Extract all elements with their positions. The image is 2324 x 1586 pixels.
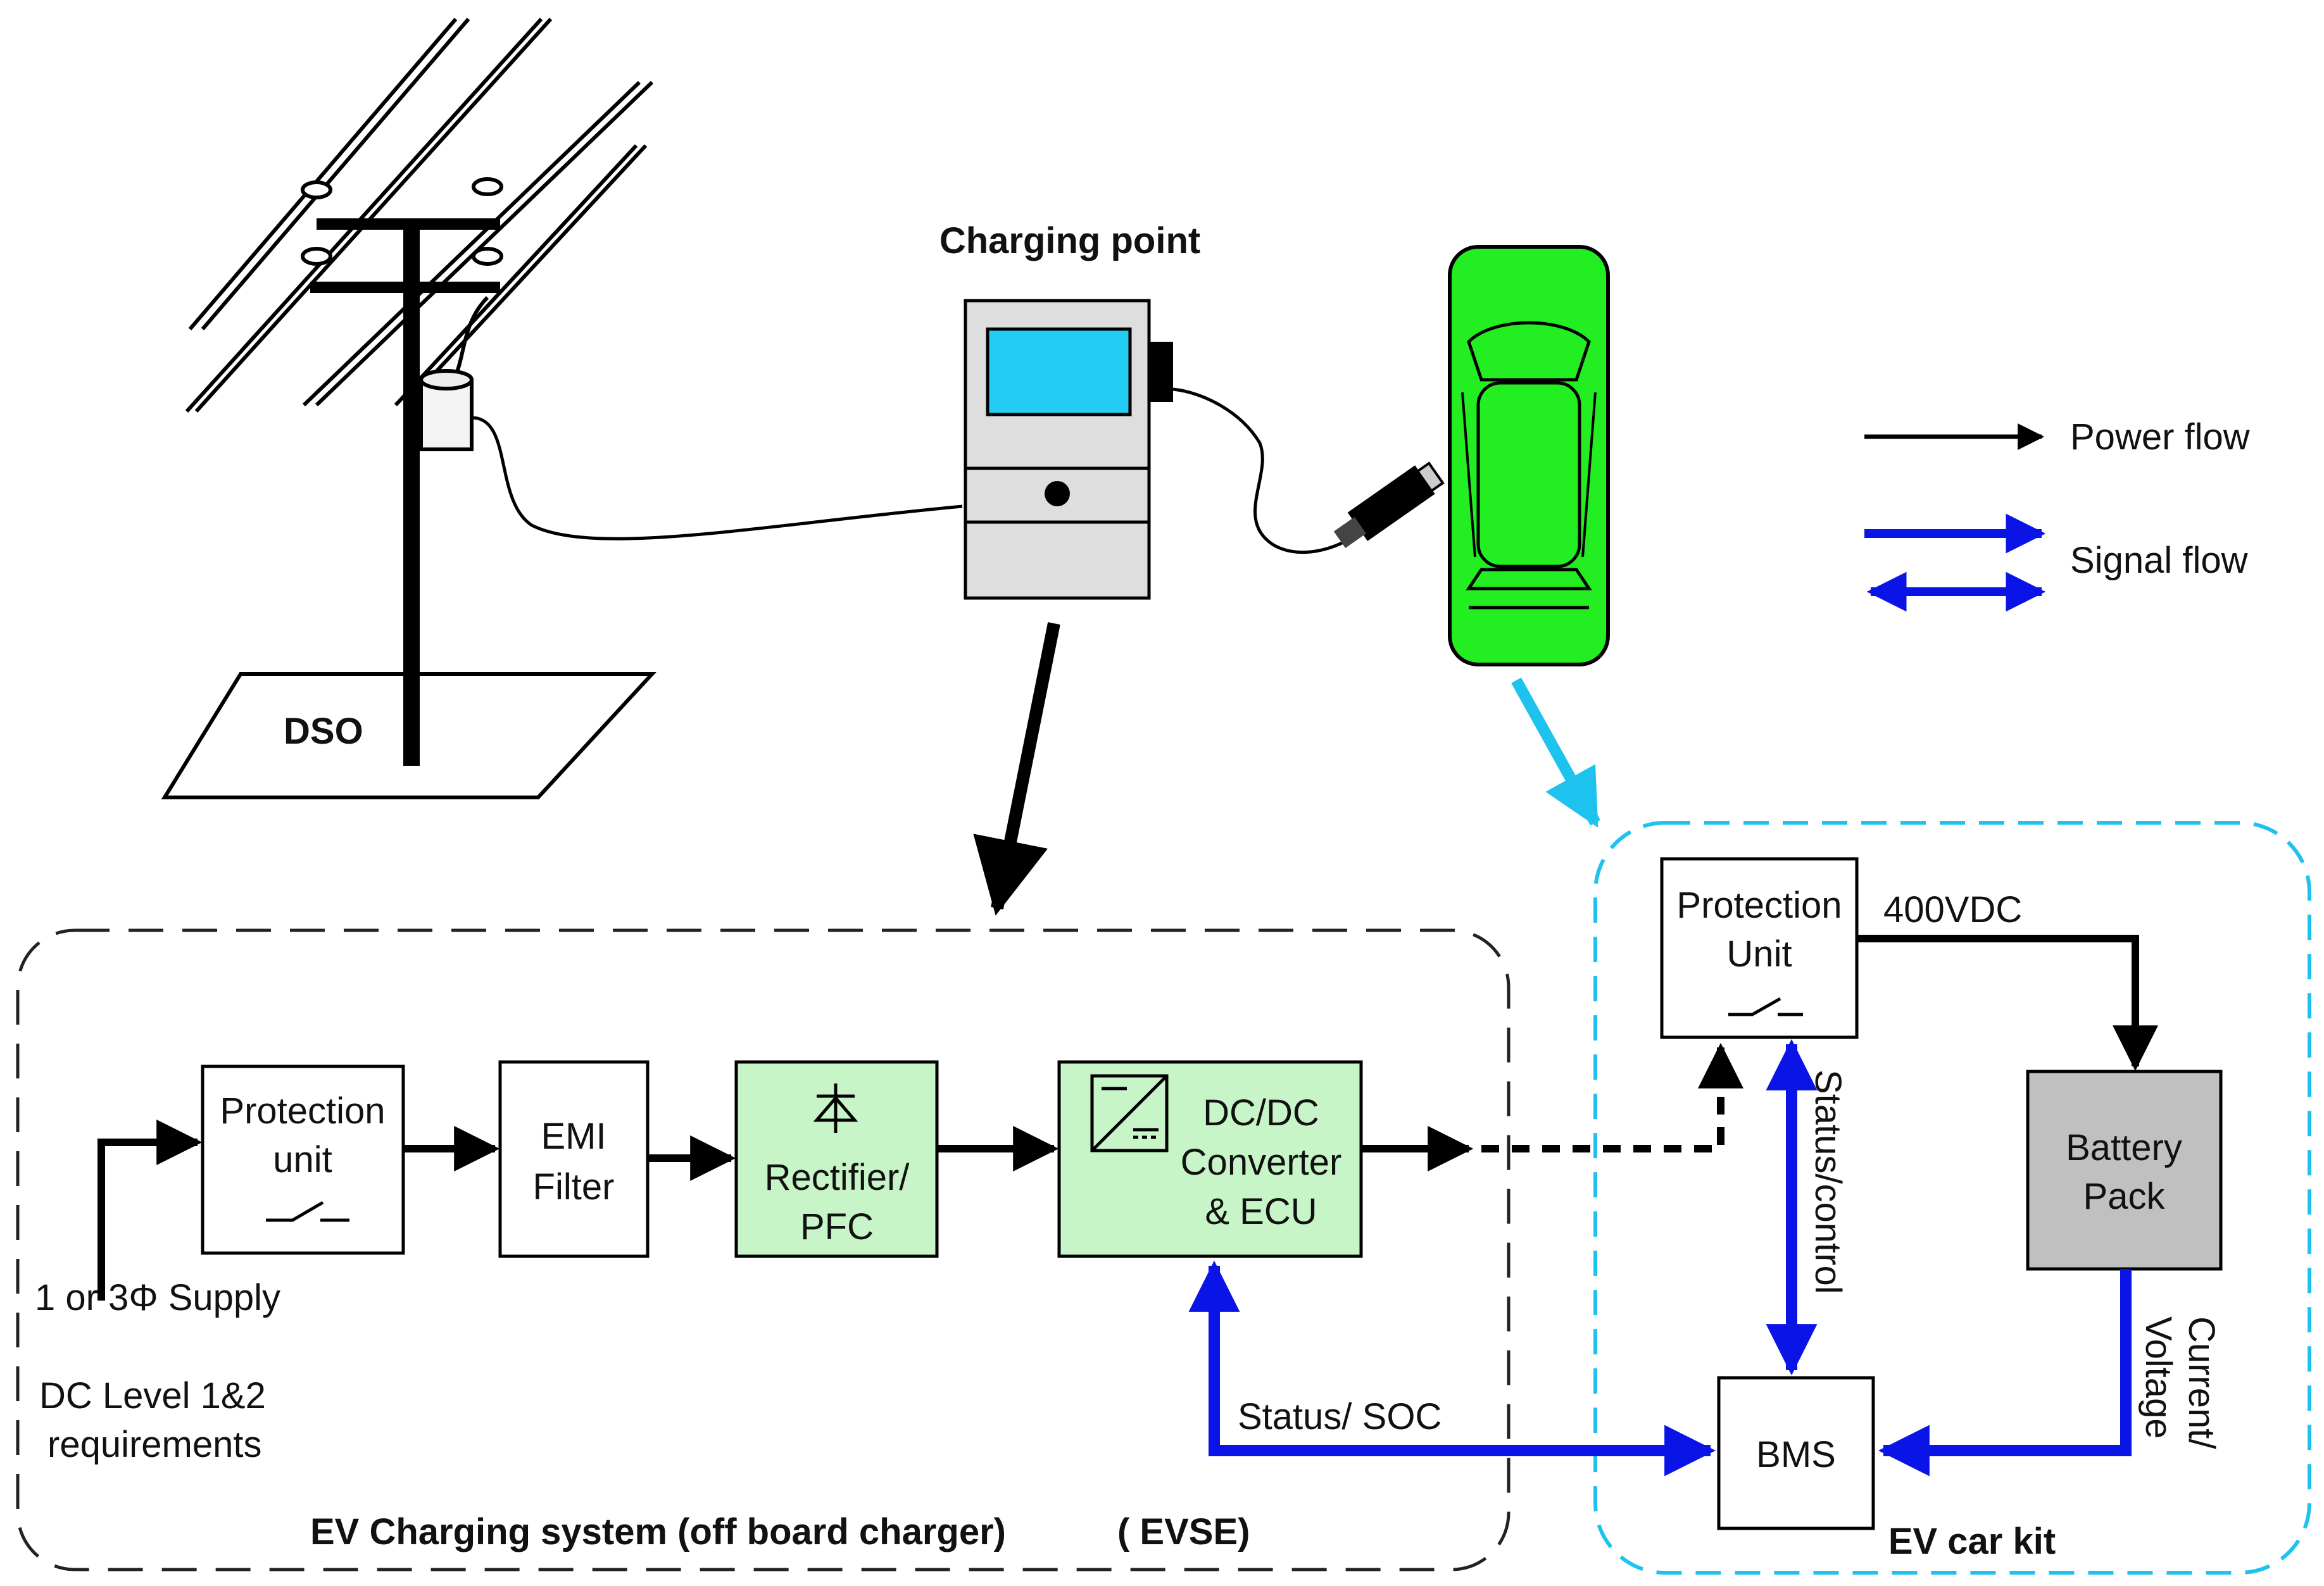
bms: BMS	[1717, 1376, 1875, 1530]
dcdc-line3: & ECU	[1205, 1191, 1317, 1232]
ev-kit-title: EV car kit	[1888, 1521, 2056, 1562]
rectifier-line1: Rectifier/	[765, 1157, 910, 1198]
pole	[403, 222, 420, 766]
supply-label: 1 or 3Φ Supply	[35, 1277, 280, 1318]
dc-link-dashed	[1481, 1042, 1743, 1152]
battery-to-bms-signal	[1878, 1269, 2132, 1477]
charger-button	[1045, 481, 1070, 506]
charger-to-evse-arrow	[973, 622, 1060, 916]
protection-to-battery	[1857, 935, 2158, 1071]
emi-line1: EMI	[541, 1116, 606, 1157]
battery-line2: Pack	[2083, 1176, 2166, 1217]
charging-point: Charging point	[939, 220, 1445, 600]
car-windshield	[1467, 321, 1591, 382]
crossarm-bottom	[310, 282, 500, 293]
charge-connector	[1333, 461, 1445, 548]
car-to-kit-arrow	[1511, 677, 1600, 828]
requirements-line1: DC Level 1&2	[39, 1375, 266, 1416]
switch-icon	[266, 1201, 349, 1222]
requirements-line2: requirements	[47, 1424, 261, 1465]
dso-label: DSO	[284, 711, 363, 752]
emi-filter: EMI Filter	[498, 1060, 650, 1258]
evse-boundary	[16, 928, 1511, 1571]
evse-title: EV Charging system (off board charger)	[310, 1511, 1006, 1552]
bms-label: BMS	[1756, 1434, 1836, 1475]
converter-icon	[1090, 1074, 1169, 1152]
car-roof	[1476, 381, 1581, 568]
charger-socket	[1149, 342, 1173, 402]
dcdc-converter-ecu: DC/DC Converter & ECU	[1057, 1060, 1363, 1258]
status-soc-signal	[1188, 1260, 1716, 1477]
electric-car	[1448, 245, 1610, 666]
crossarm-top	[317, 218, 500, 230]
ev-protection-line1: Protection	[1676, 885, 1842, 926]
charging-point-label: Charging point	[939, 220, 1200, 261]
evse-protection-line1: Protection	[220, 1090, 385, 1132]
rectifier-pfc: Rectifier/ PFC	[734, 1060, 939, 1258]
legend-power-label: Power flow	[2070, 416, 2251, 458]
insulators	[301, 177, 503, 266]
current-voltage-line2: Voltage	[2138, 1316, 2179, 1439]
diode-icon	[813, 1083, 858, 1133]
ev-protection-unit: Protection Unit	[1660, 857, 1859, 1039]
battery-line1: Battery	[2066, 1127, 2182, 1168]
utility-pole: DSO	[161, 17, 656, 799]
emi-line2: Filter	[533, 1166, 615, 1208]
car-rear-window	[1466, 568, 1592, 590]
current-voltage-line1: Current/	[2181, 1316, 2222, 1449]
legend: Power flow Signal flow	[1864, 416, 2251, 612]
ev-protection-line2: Unit	[1726, 933, 1792, 975]
status-soc-label: Status/ SOC	[1238, 1396, 1442, 1437]
grid-cable	[471, 416, 963, 540]
legend-signal-label: Signal flow	[2070, 540, 2249, 581]
supply-feed	[97, 1120, 203, 1301]
dcdc-line2: Converter	[1181, 1142, 1342, 1183]
charge-cable	[1172, 387, 1362, 554]
switch-icon	[1728, 997, 1803, 1016]
pole-transformer	[419, 369, 474, 451]
evse-title-suffix: ( EVSE)	[1117, 1511, 1250, 1552]
evse-protection-line2: unit	[273, 1139, 332, 1180]
ev-kit-boundary	[1593, 821, 2311, 1575]
rectifier-line2: PFC	[800, 1206, 874, 1247]
battery-pack: Battery Pack	[2026, 1070, 2223, 1271]
power-lines	[185, 17, 654, 413]
voltage-label: 400VDC	[1883, 889, 2022, 930]
dcdc-line1: DC/DC	[1203, 1092, 1319, 1133]
status-control-label: Status/control	[1807, 1070, 1849, 1294]
evse-protection-unit: Protection unit	[201, 1065, 405, 1255]
charger-screen	[986, 327, 1132, 416]
